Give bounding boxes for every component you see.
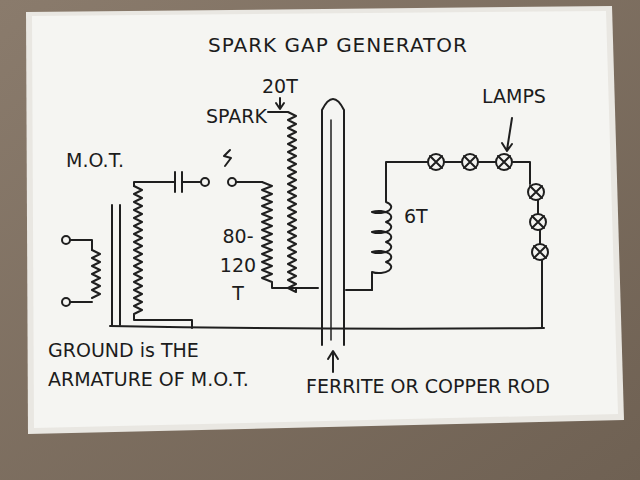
spark-gap-electrode (201, 178, 209, 186)
part-label: LAMPS (482, 82, 546, 111)
leader-arrow (502, 118, 512, 151)
board-frame (26, 6, 624, 434)
wire (70, 301, 92, 303)
terminal (62, 298, 70, 306)
lamp-symbol (428, 154, 548, 328)
wire (302, 287, 318, 289)
part-label: FERRITE OR COPPER ROD (306, 372, 550, 401)
ferrite-rod (322, 99, 344, 345)
wire (70, 240, 92, 250)
terminal (62, 236, 70, 244)
part-label: SPARK (206, 102, 267, 131)
coil-6t (372, 162, 428, 290)
turns-label: 20T (262, 72, 298, 101)
coil-20t (268, 112, 296, 292)
wire (182, 181, 201, 183)
ground-wire (110, 326, 544, 329)
capacitor-symbol (175, 172, 182, 192)
secondary-coil (134, 186, 192, 328)
leader-arrow (276, 98, 284, 109)
rod-centre-line (330, 120, 332, 340)
leader-arrow (328, 351, 338, 372)
wire (236, 181, 262, 183)
spark-gap-electrode (228, 178, 236, 186)
spark-symbol (224, 150, 231, 166)
turns-label: 6T (404, 202, 428, 231)
transformer-core (112, 205, 120, 325)
turns-label: 80-120 T (214, 222, 262, 308)
diagram-title: SPARK GAP GENERATOR (208, 30, 468, 60)
wire (134, 182, 175, 186)
primary-coil (92, 250, 100, 298)
note: GROUND is THE ARMATURE OF M.O.T. (48, 336, 298, 393)
wire (346, 289, 372, 291)
part-label: M.O.T. (66, 146, 124, 175)
paper (32, 11, 618, 428)
